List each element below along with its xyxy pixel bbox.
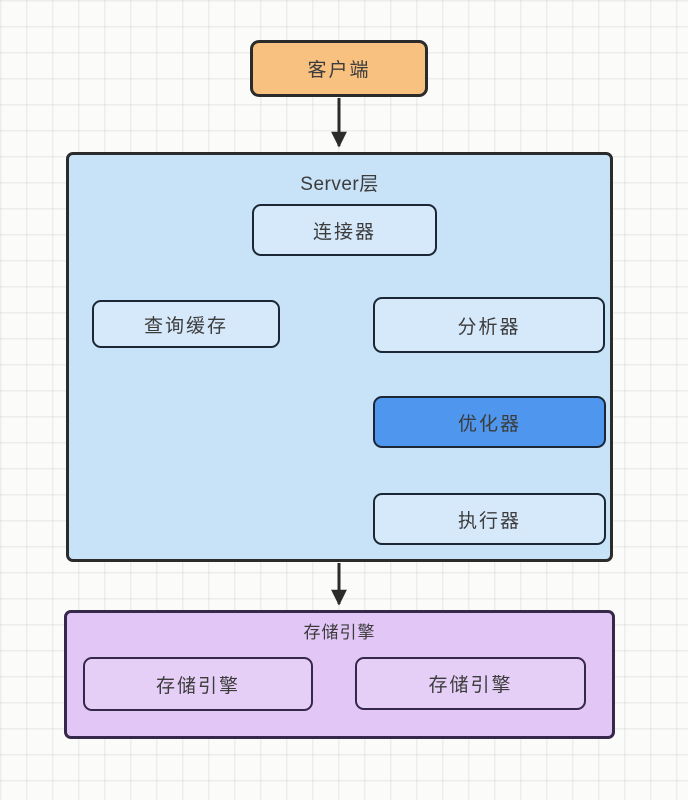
node-executor: 执行器 <box>373 493 606 545</box>
node-storage-engine-right: 存储引擎 <box>355 657 586 710</box>
node-optimizer: 优化器 <box>373 396 606 448</box>
node-query-cache: 查询缓存 <box>92 300 280 348</box>
server-layer-title: Server层 <box>300 174 379 195</box>
node-client: 客户端 <box>250 40 428 97</box>
node-analyzer: 分析器 <box>373 297 605 353</box>
storage-layer-title: 存储引擎 <box>303 623 376 642</box>
node-connector: 连接器 <box>252 204 437 256</box>
node-storage-engine-left: 存储引擎 <box>83 657 313 711</box>
